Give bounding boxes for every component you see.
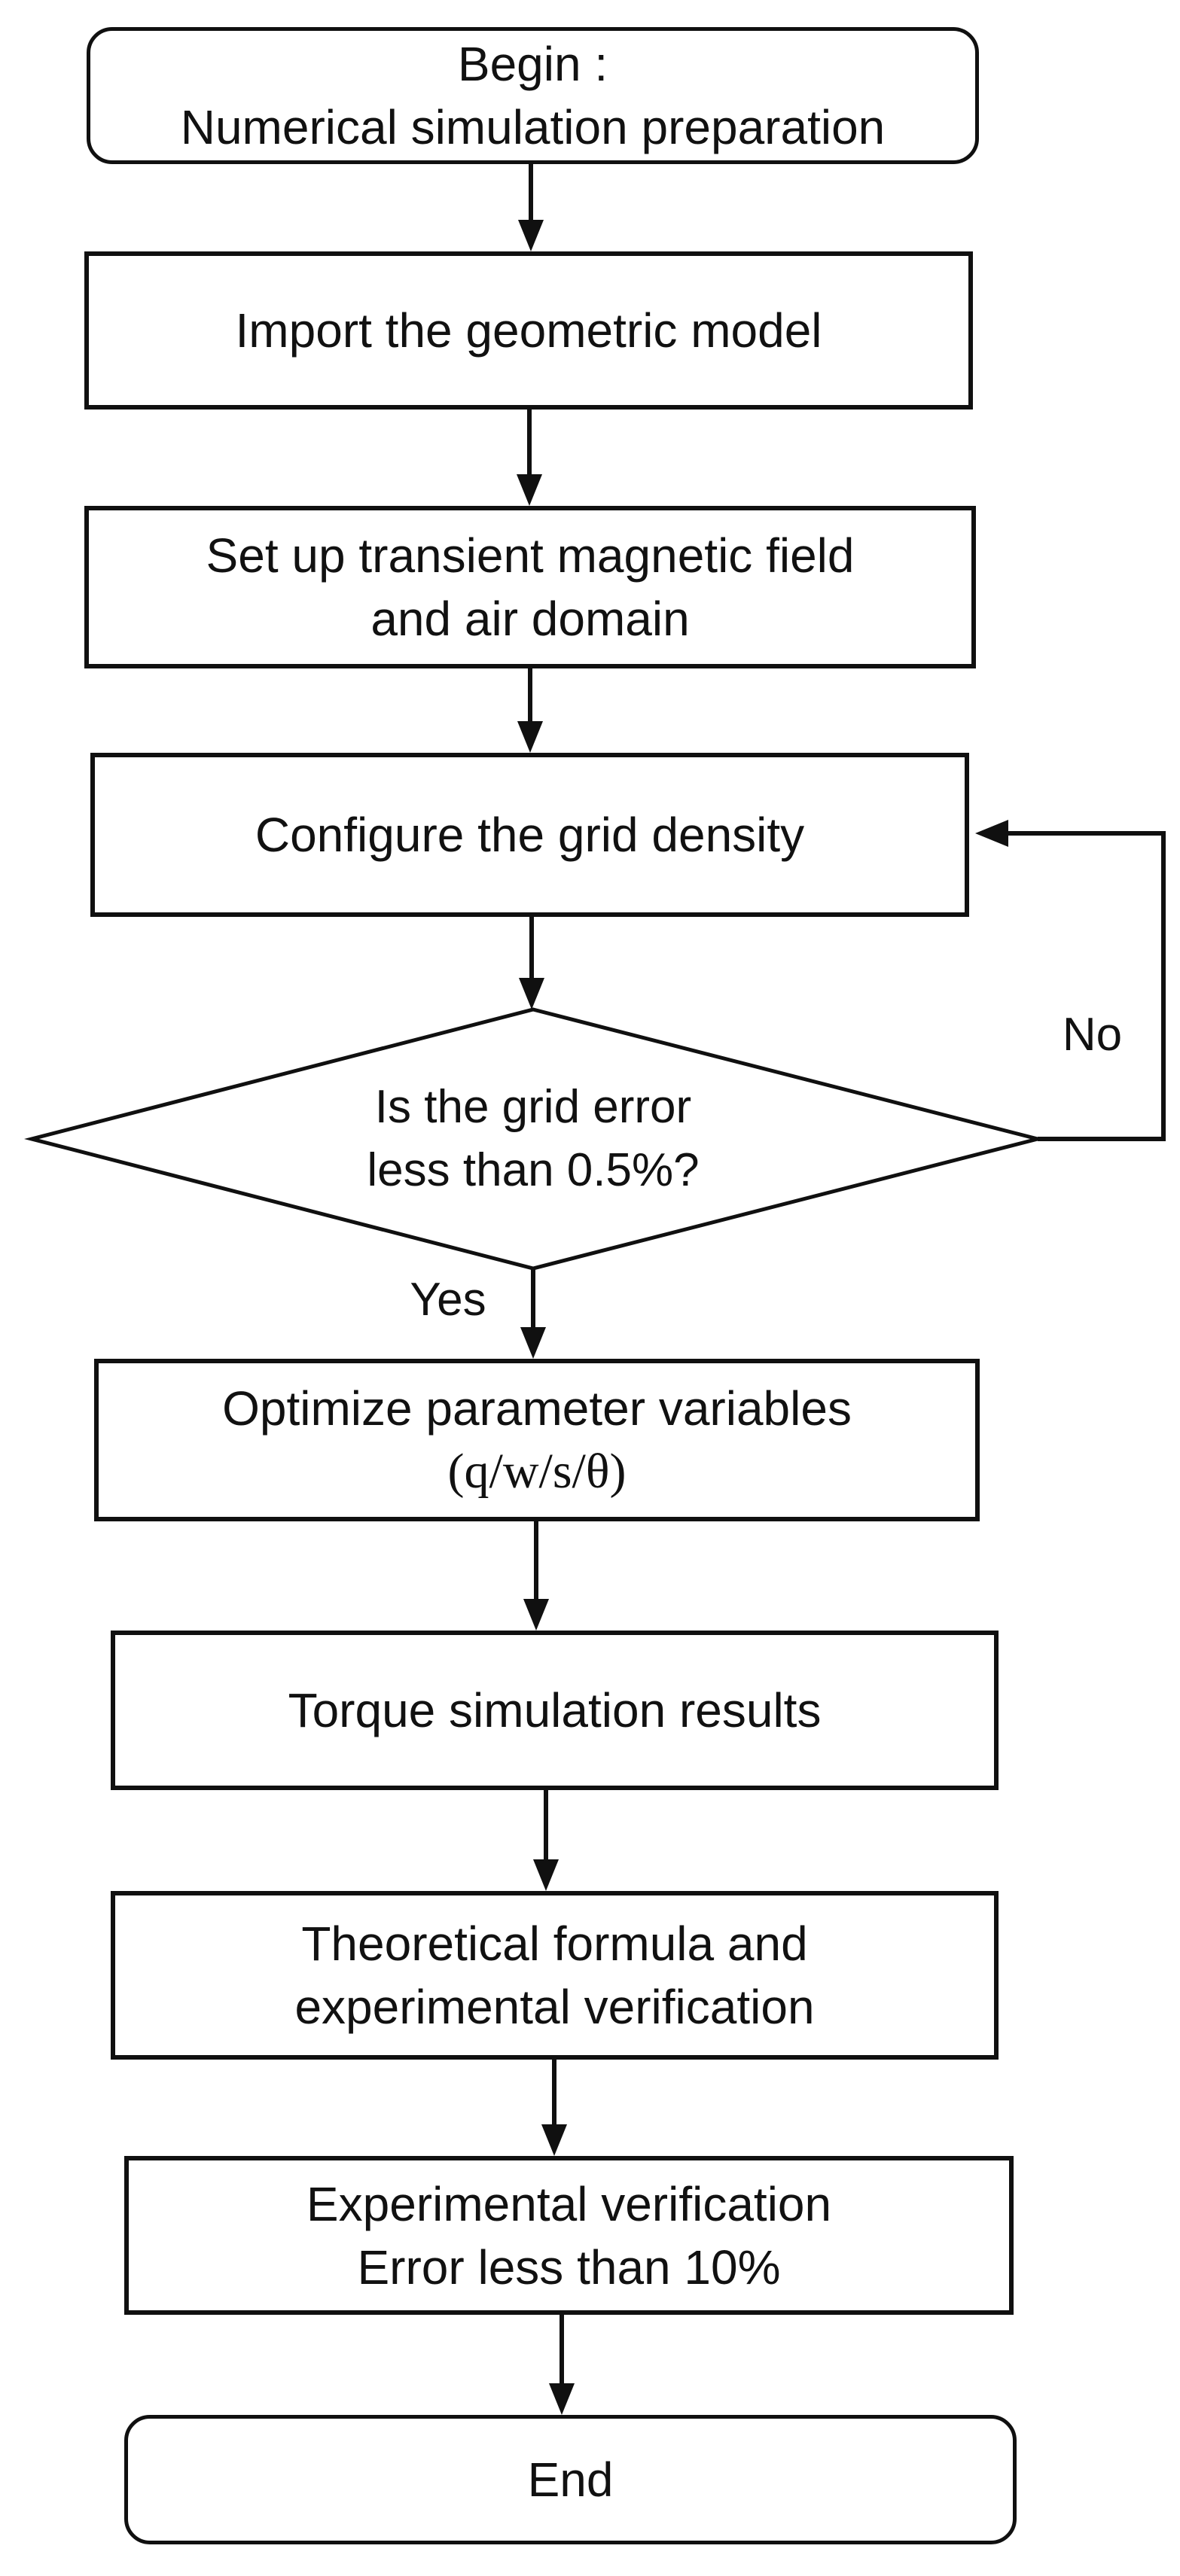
node-optimize-params-line-1: Optimize parameter variables [222,1381,852,1436]
arrow-optimize-to-torque [523,1521,549,1631]
node-theory-verify-line-2: experimental verification [294,1980,815,2034]
node-end-line-1: End [527,2453,614,2507]
arrow-theory-to-experiment [541,2060,567,2156]
node-setup-field-line-2: and air domain [370,592,690,646]
node-experiment-verify: Experimental verification Error less tha… [124,2156,1014,2315]
no-loop-arrowhead-icon [975,820,1008,847]
node-theory-verify: Theoretical formula and experimental ver… [111,1891,999,2060]
node-setup-field: Set up transient magnetic field and air … [84,506,976,668]
node-theory-verify-line-1: Theoretical formula and [301,1917,808,1971]
node-import-model-line-1: Import the geometric model [235,303,822,358]
node-end: End [124,2415,1017,2544]
node-experiment-verify-line-2: Error less than 10% [357,2240,781,2294]
arrow-setup-to-configure [517,668,543,753]
node-begin-line-1: Begin : [457,37,608,91]
node-grid-error-check-line-1: Is the grid error [374,1081,692,1133]
node-optimize-params-line-2: (q/w/s/θ) [447,1444,627,1499]
node-grid-error-check: Is the grid error less than 0.5%? [194,1047,872,1231]
arrow-torque-to-theory [533,1790,559,1891]
node-grid-error-check-line-2: less than 0.5%? [367,1144,700,1196]
node-configure-grid-line-1: Configure the grid density [255,808,805,862]
node-configure-grid: Configure the grid density [90,753,969,917]
arrow-begin-to-import [518,164,544,251]
arrow-decision-to-optimize-yes [520,1268,546,1359]
no-loop-connector [975,820,1166,1141]
node-import-model: Import the geometric model [84,251,973,410]
arrow-experiment-to-end [549,2315,575,2415]
arrow-import-to-setup [517,410,542,506]
node-torque-results: Torque simulation results [111,1631,999,1790]
edge-label-no: No [1062,1009,1123,1061]
node-torque-results-line-1: Torque simulation results [288,1683,822,1737]
node-begin-line-2: Numerical simulation preparation [180,100,886,154]
node-experiment-verify-line-1: Experimental verification [306,2176,832,2231]
node-setup-field-line-1: Set up transient magnetic field [206,528,855,583]
edge-label-yes: Yes [410,1274,486,1326]
node-optimize-params: Optimize parameter variables (q/w/s/θ) [94,1359,980,1521]
arrow-configure-to-decision [519,917,544,1009]
node-begin: Begin : Numerical simulation preparation [87,27,979,164]
